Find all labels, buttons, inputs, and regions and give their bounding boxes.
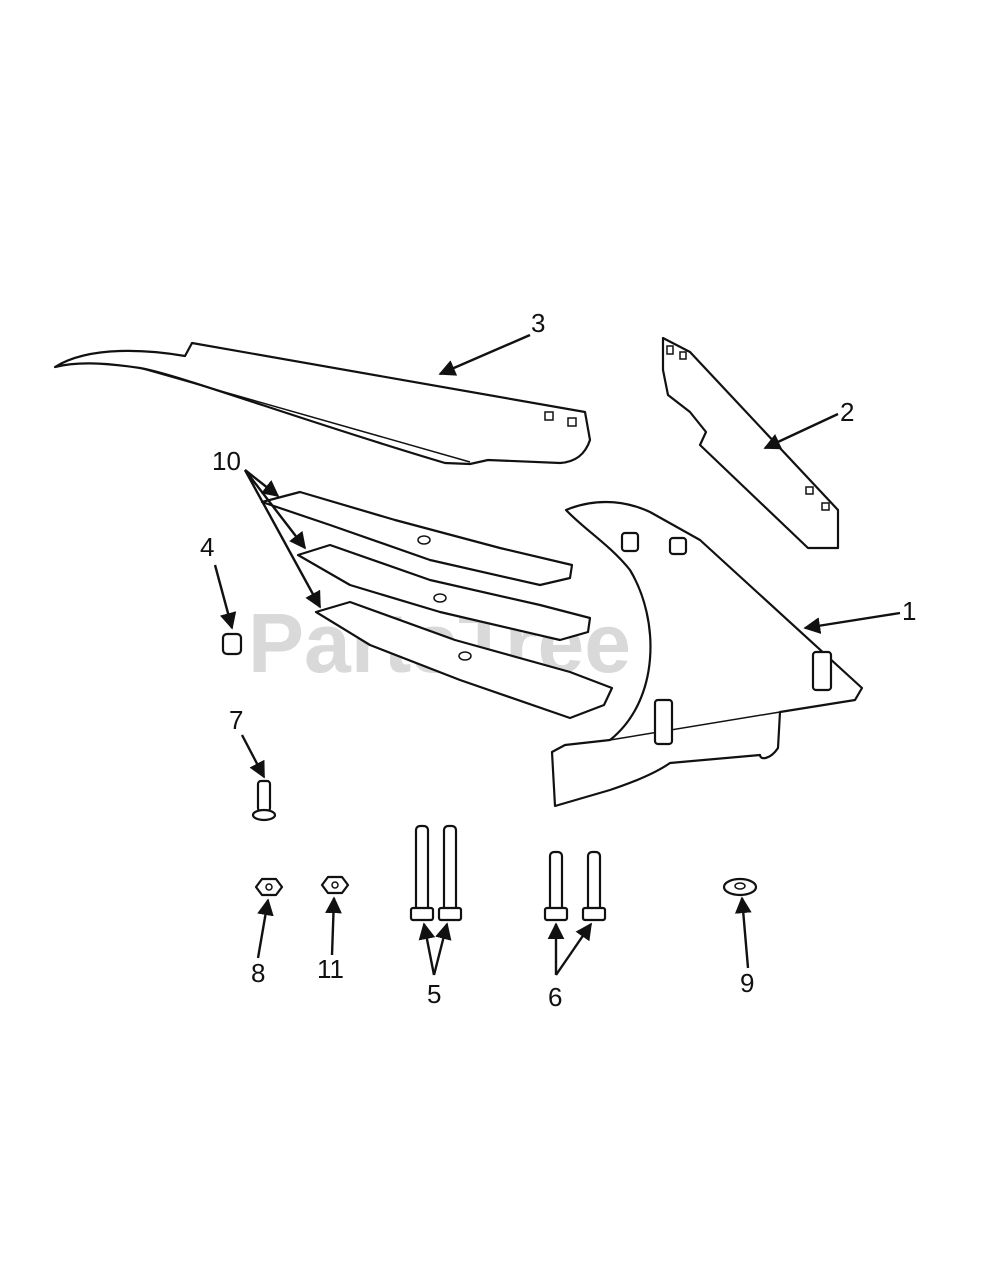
part-2-bracket[interactable] (661, 336, 840, 550)
part-10-blades[interactable] (260, 490, 614, 720)
part-3-baffle[interactable] (53, 341, 592, 466)
part-7-bolt[interactable] (251, 779, 277, 822)
callout-7[interactable]: 7 (229, 705, 243, 735)
part-4-spacer[interactable] (221, 632, 243, 656)
callout-9[interactable]: 9 (740, 968, 754, 998)
callout-2[interactable]: 2 (840, 397, 854, 427)
callout-labels: 3 2 1 10 4 7 8 11 5 6 9 (200, 308, 916, 1012)
callout-5[interactable]: 5 (427, 979, 441, 1009)
part-1-deck-plate[interactable] (550, 500, 864, 808)
callout-4[interactable]: 4 (200, 532, 214, 562)
leader-arrows (213, 333, 901, 976)
callout-6[interactable]: 6 (548, 982, 562, 1012)
part-6-bolts[interactable] (543, 850, 607, 922)
part-9-washer[interactable] (722, 877, 758, 897)
callout-3[interactable]: 3 (531, 308, 545, 338)
callout-11[interactable]: 11 (317, 954, 344, 984)
part-5-bolts[interactable] (409, 824, 463, 922)
part-8-nut[interactable] (254, 877, 284, 897)
callout-8[interactable]: 8 (251, 958, 265, 988)
callout-10[interactable]: 10 (212, 446, 241, 476)
part-11-nut[interactable] (320, 875, 350, 895)
callout-1[interactable]: 1 (902, 596, 916, 626)
